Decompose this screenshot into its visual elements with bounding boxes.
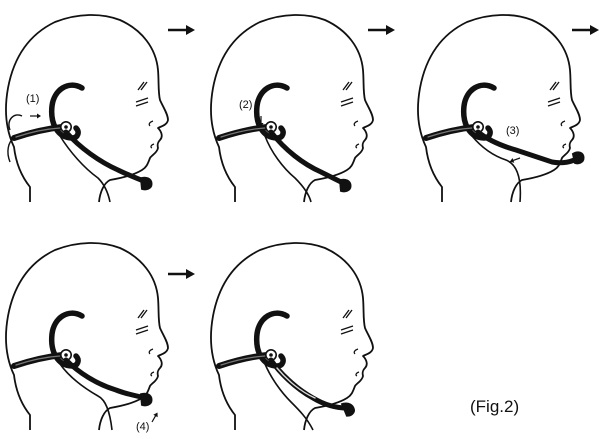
right-arrow-icon: [572, 25, 599, 35]
step-4-label: (4): [136, 421, 149, 433]
step-1-label: (1): [26, 93, 39, 105]
step-5-boom: [265, 360, 354, 430]
small-direction-arrow-icon: [150, 411, 160, 423]
figure-caption: (Fig.2): [470, 397, 519, 416]
step-3-boom: [472, 132, 584, 202]
step-3-panel: (3): [418, 15, 584, 202]
step-2-label: (2): [239, 99, 252, 111]
right-arrow-icon: [168, 25, 195, 35]
step-2-panel: (2): [211, 15, 373, 202]
right-arrow-icon: [368, 25, 395, 35]
step-2-boom: [265, 132, 351, 202]
step-4-panel: (4): [6, 243, 168, 433]
step-4-boom: [60, 360, 152, 430]
small-direction-arrow-icon: [30, 114, 41, 119]
step-5-panel: [211, 243, 373, 430]
step-3-label: (3): [506, 125, 519, 137]
right-arrow-icon: [168, 269, 195, 279]
step-1-panel: (1): [6, 15, 168, 202]
